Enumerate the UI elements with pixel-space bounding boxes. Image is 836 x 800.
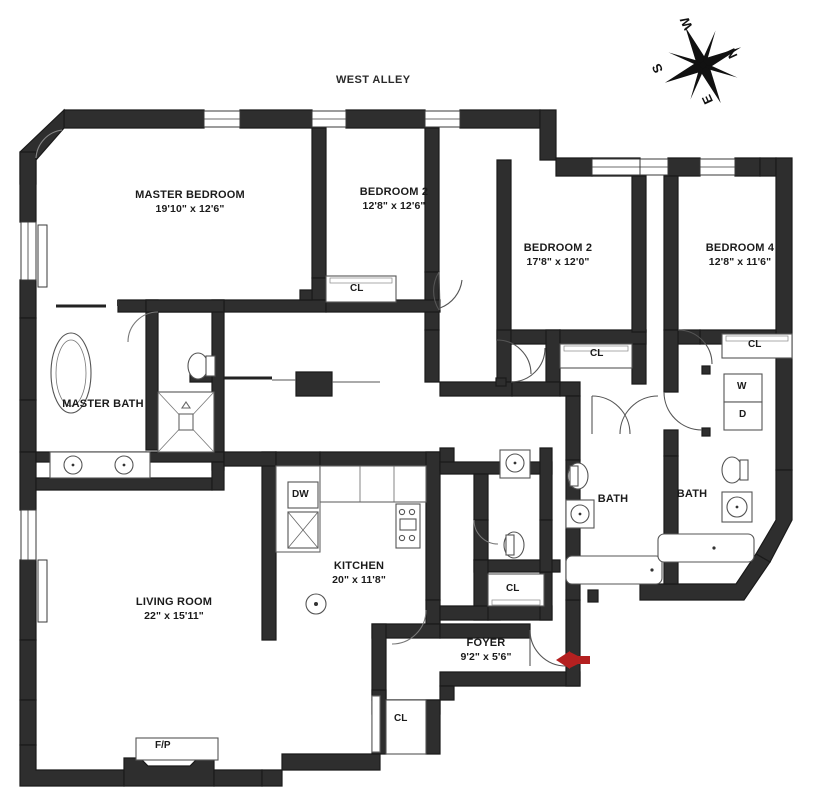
closet-box-foyer — [385, 699, 427, 755]
windows — [20, 110, 736, 623]
compass-rose-graphic — [664, 26, 742, 104]
fireplace-box — [135, 737, 219, 761]
closet-rod-foyer — [371, 695, 381, 753]
washer-box — [723, 373, 763, 403]
toilet-master — [187, 352, 209, 380]
entry-direction-arrow — [556, 651, 590, 669]
bathtub-middle — [565, 555, 663, 585]
wall-structure — [19, 108, 793, 787]
door-swings — [35, 129, 713, 667]
bathtub-oval-master — [50, 332, 92, 414]
fixtures — [49, 275, 793, 761]
dryer-box — [723, 401, 763, 431]
vanity-master — [49, 451, 151, 479]
kitchen-upper-counter — [319, 465, 427, 503]
toilet-bath-right — [721, 456, 743, 484]
bathtub-right — [657, 533, 755, 563]
dishwasher-box — [287, 481, 319, 509]
